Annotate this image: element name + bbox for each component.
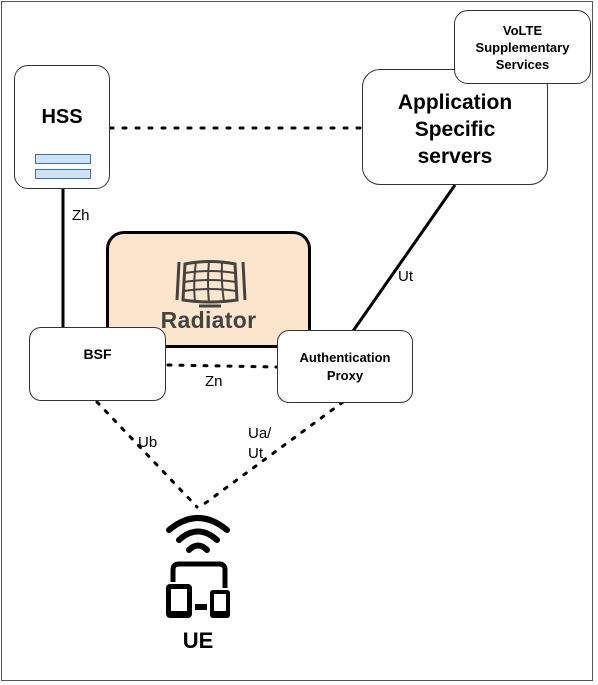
application-servers-label-line2: Specific xyxy=(414,117,496,141)
authentication-proxy-node: Authentication Proxy xyxy=(277,330,413,403)
bsf-ue-ub-link xyxy=(95,400,199,509)
auth-proxy-label-line2: Proxy xyxy=(326,367,364,383)
device-monitor-icon xyxy=(170,561,228,588)
volte-services-node: VoLTE Supplementary Services xyxy=(454,10,591,84)
ue-label: UE xyxy=(182,628,214,653)
proxy-ue-ua-link xyxy=(198,400,345,509)
hss-label: HSS xyxy=(41,106,83,128)
volte-label-line3: Services xyxy=(495,56,550,72)
interface-label-ut-lower: Ut xyxy=(248,445,263,462)
app-proxy-ut-link xyxy=(351,184,457,332)
interface-label-ub: Ub xyxy=(138,434,158,451)
interface-label-zh: Zh xyxy=(72,207,90,224)
hss-database-bar-2 xyxy=(35,169,91,179)
hss-database-bar-1 xyxy=(35,154,91,164)
interface-label-ut: Ut xyxy=(398,268,413,285)
application-servers-label-line3: servers xyxy=(417,144,493,168)
auth-proxy-label-line1: Authentication xyxy=(299,349,391,365)
bsf-node: BSF xyxy=(29,327,166,401)
bsf-proxy-zn-link xyxy=(166,363,279,369)
ue-devices-icon xyxy=(166,561,230,618)
radiator-label: Radiator xyxy=(160,307,257,333)
radiator-logo-icon xyxy=(175,260,247,308)
bsf-label: BSF xyxy=(83,346,112,362)
hss-node: HSS xyxy=(14,65,110,189)
application-servers-label-line1: Application xyxy=(397,90,513,114)
application-servers-node: Application Specific servers xyxy=(362,69,548,185)
wifi-icon xyxy=(166,515,230,553)
interface-label-ua: Ua/ xyxy=(248,425,272,442)
interface-label-zn: Zn xyxy=(205,373,223,390)
volte-label-line1: VoLTE xyxy=(502,22,543,38)
volte-label-line2: Supplementary xyxy=(475,39,570,55)
